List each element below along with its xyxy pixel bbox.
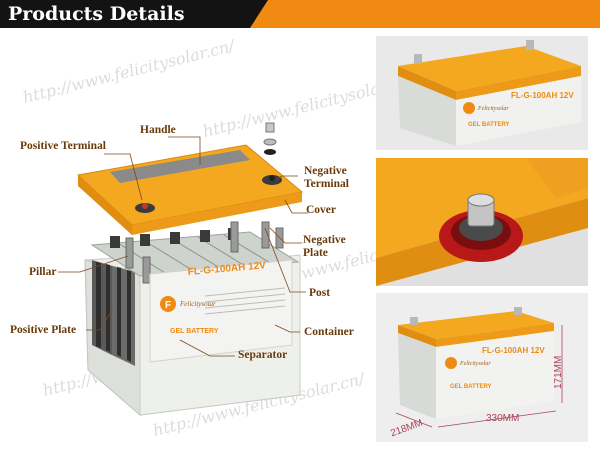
label-separator: Separator	[238, 349, 288, 361]
brand-text: Felicitysolar	[179, 300, 216, 308]
label-negative-plate: Negative Plate	[303, 234, 346, 259]
dimension-height: 171MM	[553, 355, 564, 389]
photo3-brand: Felicitysolar	[459, 361, 491, 367]
photo1-brand: Felicitysolar	[477, 106, 509, 112]
label-positive-plate: Positive Plate	[10, 324, 77, 336]
label-negative-terminal: Negative Terminal	[304, 165, 349, 190]
label-handle: Handle	[140, 124, 176, 136]
label-positive-terminal: Positive Terminal	[20, 140, 106, 152]
photo1-type: GEL BATTERY	[468, 122, 510, 128]
type-text: GEL BATTERY	[170, 328, 219, 335]
title-tab: Products Details	[0, 0, 268, 28]
label-cover: Cover	[306, 204, 337, 216]
photo-terminal-closeup	[376, 158, 588, 286]
terminal-screws	[263, 122, 277, 155]
pillars	[125, 221, 284, 284]
svg-text:F: F	[165, 300, 171, 311]
positive-plates	[92, 260, 135, 366]
photo-battery-dimensions: Felicitysolar FL-G-100AH 12V GEL BATTERY…	[376, 293, 588, 442]
page-title: Products Details	[8, 3, 185, 25]
label-container: Container	[304, 326, 354, 338]
battery-label-panel: F Felicitysolar FL-G-100AH 12V GEL BATTE…	[149, 259, 293, 363]
photo-battery-top: Felicitysolar FL-G-100AH 12V GEL BATTERY	[376, 36, 588, 150]
photo1-model: FL-G-100AH 12V	[511, 91, 574, 100]
photo3-model: FL-G-100AH 12V	[482, 346, 545, 355]
battery-exploded-diagram: F Felicitysolar FL-G-100AH 12V GEL BATTE…	[58, 122, 308, 417]
battery-cover	[76, 144, 304, 235]
header-banner: Products Details	[0, 0, 600, 28]
photo3-type: GEL BATTERY	[450, 384, 492, 390]
label-post: Post	[309, 287, 331, 299]
dimension-length: 330MM	[486, 413, 520, 424]
label-pillar: Pillar	[29, 266, 57, 278]
leader-lines	[58, 136, 308, 357]
